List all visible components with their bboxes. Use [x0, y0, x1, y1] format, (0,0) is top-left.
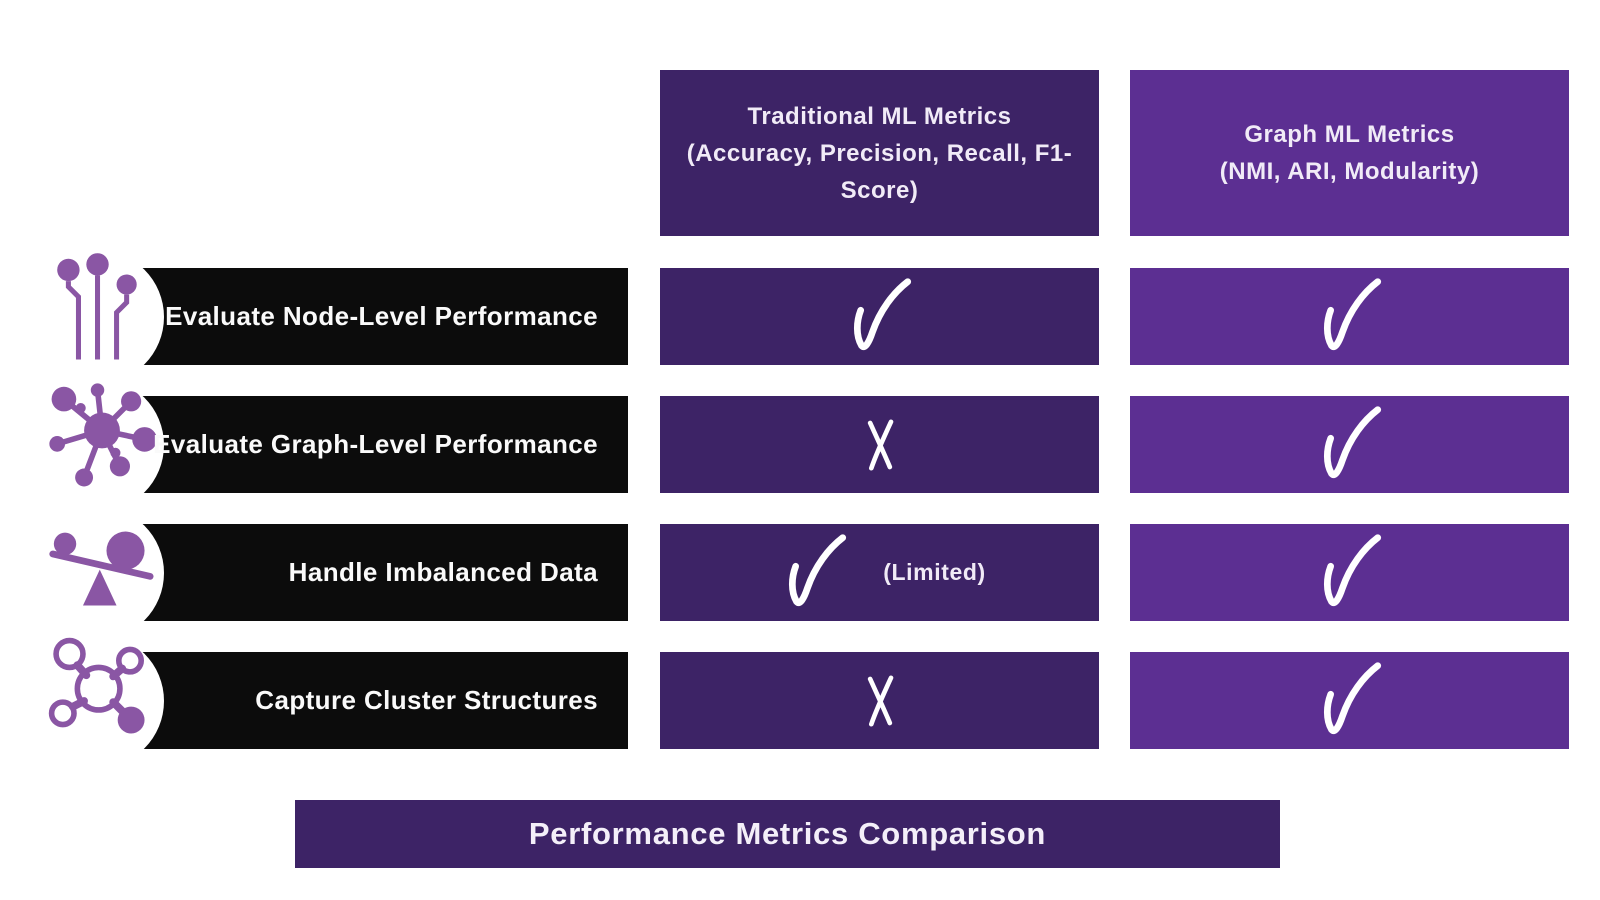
- row-bar-node-level: Evaluate Node-Level Performance: [30, 249, 628, 384]
- check-icon: [789, 533, 847, 606]
- check-icon: [1323, 533, 1381, 606]
- row-bar-graph-level: Evaluate Graph-Level Performance: [30, 377, 628, 512]
- limited-note: (Limited): [883, 559, 986, 585]
- x-icon: [867, 418, 893, 471]
- cell-node-level-traditional: [660, 268, 1099, 365]
- row-label: Handle Imbalanced Data: [288, 557, 598, 587]
- node-pins-icon: [46, 252, 158, 365]
- chart-title: Performance Metrics Comparison: [528, 816, 1047, 851]
- check-icon: [853, 277, 911, 350]
- cell-imbalanced-traditional: (Limited): [660, 524, 1099, 621]
- row-bar-imbalanced-data: Handle Imbalanced Data: [30, 505, 628, 640]
- column-title: Graph ML Metrics: [1244, 121, 1455, 148]
- row-bar-cluster-structures: Capture Cluster Structures: [30, 633, 628, 768]
- row-label: Capture Cluster Structures: [255, 685, 598, 715]
- x-icon: [867, 674, 893, 727]
- balance-seesaw-icon: [46, 509, 158, 621]
- cell-node-level-graph: [1130, 268, 1569, 365]
- column-subtitle: (NMI, ARI, Modularity): [1219, 158, 1480, 185]
- column-subtitle: (Accuracy, Precision, Recall, F1-Score): [686, 139, 1073, 204]
- check-icon: [1323, 405, 1381, 478]
- cell-graph-level-graph: [1130, 396, 1569, 493]
- check-icon: [1323, 277, 1381, 350]
- cell-cluster-traditional: [660, 652, 1099, 749]
- check-icon: [1323, 661, 1381, 734]
- cluster-icon: [46, 637, 158, 749]
- network-hub-icon: [46, 381, 158, 493]
- cell-cluster-graph: [1130, 652, 1569, 749]
- column-header-graph-ml: Graph ML Metrics (NMI, ARI, Modularity): [1130, 70, 1569, 236]
- row-label: Evaluate Graph-Level Performance: [153, 429, 598, 459]
- cell-graph-level-traditional: [660, 396, 1099, 493]
- chart-title-bar: Performance Metrics Comparison: [295, 800, 1280, 868]
- row-label: Evaluate Node-Level Performance: [165, 301, 598, 331]
- cell-imbalanced-graph: [1130, 524, 1569, 621]
- column-header-traditional-ml: Traditional ML Metrics (Accuracy, Precis…: [660, 70, 1099, 236]
- column-title: Traditional ML Metrics: [747, 102, 1012, 130]
